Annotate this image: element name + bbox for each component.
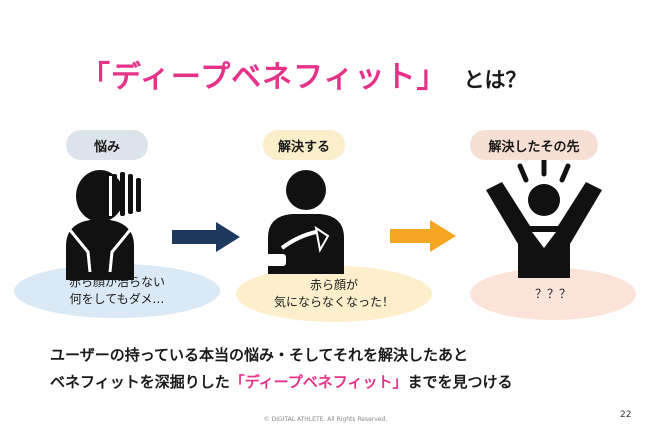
body-line-2-highlight: 「ディープベネフィット」 (229, 373, 408, 391)
step-label-beyond: 解決したその先 (470, 130, 598, 160)
body-line-2-pre: ベネフィットを深掘りした (50, 373, 230, 391)
body-line-1: ユーザーの持っている本当の悩み・そしてそれを解決したあと (50, 346, 469, 364)
step-label-worry: 悩み (66, 130, 148, 160)
copyright-footer: © DIGITAL ATHLETE. All Rights Reserved. (263, 416, 388, 423)
body-line-2: ベネフィットを深掘りした「ディープベネフィット」までを見つける (50, 371, 620, 393)
page-number: 22 (620, 410, 632, 420)
caption-beyond: ？？？ (470, 268, 636, 320)
body-line-2-post: までを見つける (407, 373, 513, 391)
caption-solve: 赤ら顔が 気にならなくなった！ (236, 266, 432, 322)
title-main: 「ディープベネフィット」 (80, 60, 448, 95)
right-arrow-icon (172, 222, 240, 252)
caption-solve-line1: 赤ら顔が (309, 278, 358, 292)
title-sub: とは？ (463, 68, 527, 92)
troubled-person-icon (60, 168, 160, 280)
slide-title: 「ディープベネフィット」 とは？ (80, 52, 600, 95)
caption-worry-line2: 何をしてもダメ… (69, 292, 165, 306)
caption-beyond-line1: ？？？ (534, 286, 571, 301)
right-arrow-icon (390, 220, 456, 252)
celebrating-person-icon (480, 160, 610, 280)
step-label-solve: 解決する (263, 130, 345, 160)
relieved-person-icon (258, 166, 358, 274)
caption-solve-line2: 気にならなくなった！ (273, 295, 394, 309)
